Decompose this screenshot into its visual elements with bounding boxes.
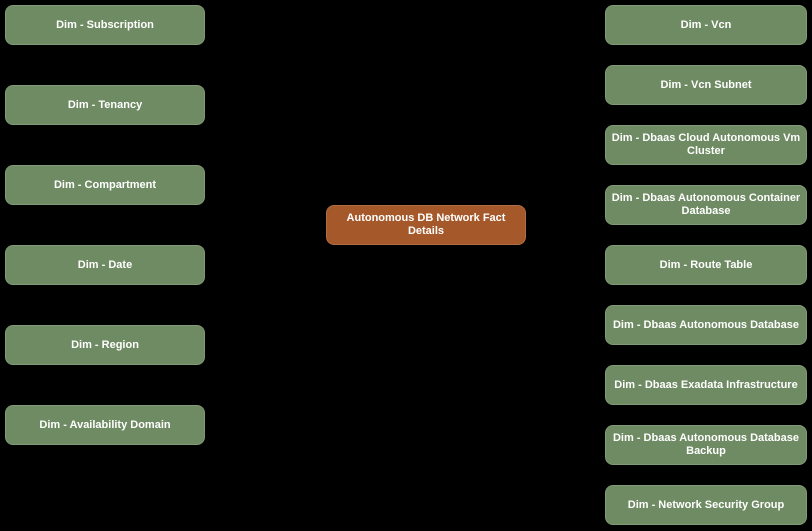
node-label: Dim - Compartment <box>53 178 157 191</box>
dim-node-vcn-subnet[interactable]: Dim - Vcn Subnet <box>605 65 807 105</box>
dim-node-dbaas-exadata-infrastructure[interactable]: Dim - Dbaas Exadata Infrastructure <box>605 365 807 405</box>
node-label: Dim - Dbaas Autonomous Container Databas… <box>611 192 801 217</box>
dim-node-route-table[interactable]: Dim - Route Table <box>605 245 807 285</box>
dim-node-dbaas-autonomous-database-backup[interactable]: Dim - Dbaas Autonomous Database Backup <box>605 425 807 465</box>
dim-node-dbaas-autonomous-container-database[interactable]: Dim - Dbaas Autonomous Container Databas… <box>605 185 807 225</box>
dim-node-network-security-group[interactable]: Dim - Network Security Group <box>605 485 807 525</box>
node-label: Dim - Vcn <box>680 18 732 31</box>
dim-node-dbaas-autonomous-database[interactable]: Dim - Dbaas Autonomous Database <box>605 305 807 345</box>
dim-node-date[interactable]: Dim - Date <box>5 245 205 285</box>
node-label: Dim - Dbaas Autonomous Database <box>612 318 799 331</box>
node-label: Dim - Region <box>71 338 139 351</box>
node-label: Dim - Dbaas Autonomous Database Backup <box>612 432 799 457</box>
dim-node-compartment[interactable]: Dim - Compartment <box>5 165 205 205</box>
dim-node-availability-domain[interactable]: Dim - Availability Domain <box>5 405 205 445</box>
dim-node-vcn[interactable]: Dim - Vcn <box>605 5 807 45</box>
node-label: Dim - Date <box>77 258 133 271</box>
node-label: Dim - Dbaas Exadata Infrastructure <box>614 378 798 391</box>
node-label: Dim - Tenancy <box>67 98 143 111</box>
node-label: Dim - Availability Domain <box>39 418 171 431</box>
dim-node-region[interactable]: Dim - Region <box>5 325 205 365</box>
dim-node-subscription[interactable]: Dim - Subscription <box>5 5 205 45</box>
node-label: Dim - Route Table <box>659 258 753 271</box>
node-label: Dim - Network Security Group <box>627 498 785 511</box>
node-label: Dim - Subscription <box>56 18 154 31</box>
dim-node-tenancy[interactable]: Dim - Tenancy <box>5 85 205 125</box>
node-label: Autonomous DB Network Fact Details <box>346 212 506 237</box>
node-label: Dim - Vcn Subnet <box>660 78 752 91</box>
fact-node-autonomous-db-network-fact-details[interactable]: Autonomous DB Network Fact Details <box>326 205 526 245</box>
node-label: Dim - Dbaas Cloud Autonomous Vm Cluster <box>611 132 801 157</box>
dim-node-dbaas-cloud-autonomous-vm-cluster[interactable]: Dim - Dbaas Cloud Autonomous Vm Cluster <box>605 125 807 165</box>
